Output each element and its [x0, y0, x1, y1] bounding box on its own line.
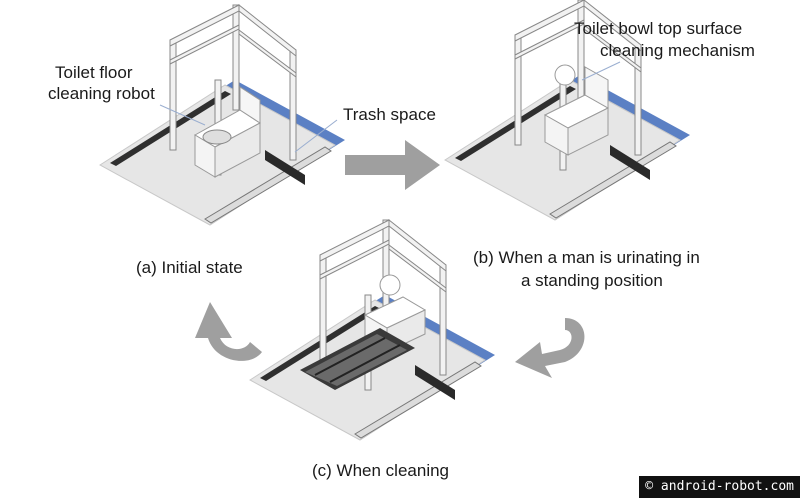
toilet-a [194, 86, 261, 178]
panel-c-rig [249, 219, 496, 441]
arrow-curved-up-left-icon [195, 302, 262, 361]
watermark: © android-robot.com [639, 476, 800, 498]
label-bowl-mechanism-line2: cleaning mechanism [600, 41, 755, 60]
caption-c: (c) When cleaning [312, 461, 450, 480]
label-trash-space: Trash space [343, 105, 436, 124]
leader-bowl-mechanism [581, 61, 621, 81]
caption-b-line2: a standing position [521, 271, 663, 290]
floor-cleaning-robot-deployed [300, 328, 415, 390]
label-floor-robot-line2: cleaning robot [48, 84, 155, 103]
panel-a-rig [99, 4, 346, 226]
toilet-b [543, 64, 610, 156]
arrow-curved-down-left-icon [515, 318, 585, 378]
leader-trash-space [294, 119, 338, 153]
arrow-right-icon [345, 140, 440, 190]
leader-floor-robot [159, 104, 206, 126]
label-bowl-mechanism-line1: Toilet bowl top surface [574, 19, 743, 38]
label-floor-robot-line1: Toilet floor [55, 63, 133, 82]
caption-a: (a) Initial state [136, 258, 243, 277]
panel-b-rig [444, 0, 691, 221]
caption-b-line1: (b) When a man is urinating in [473, 248, 700, 267]
